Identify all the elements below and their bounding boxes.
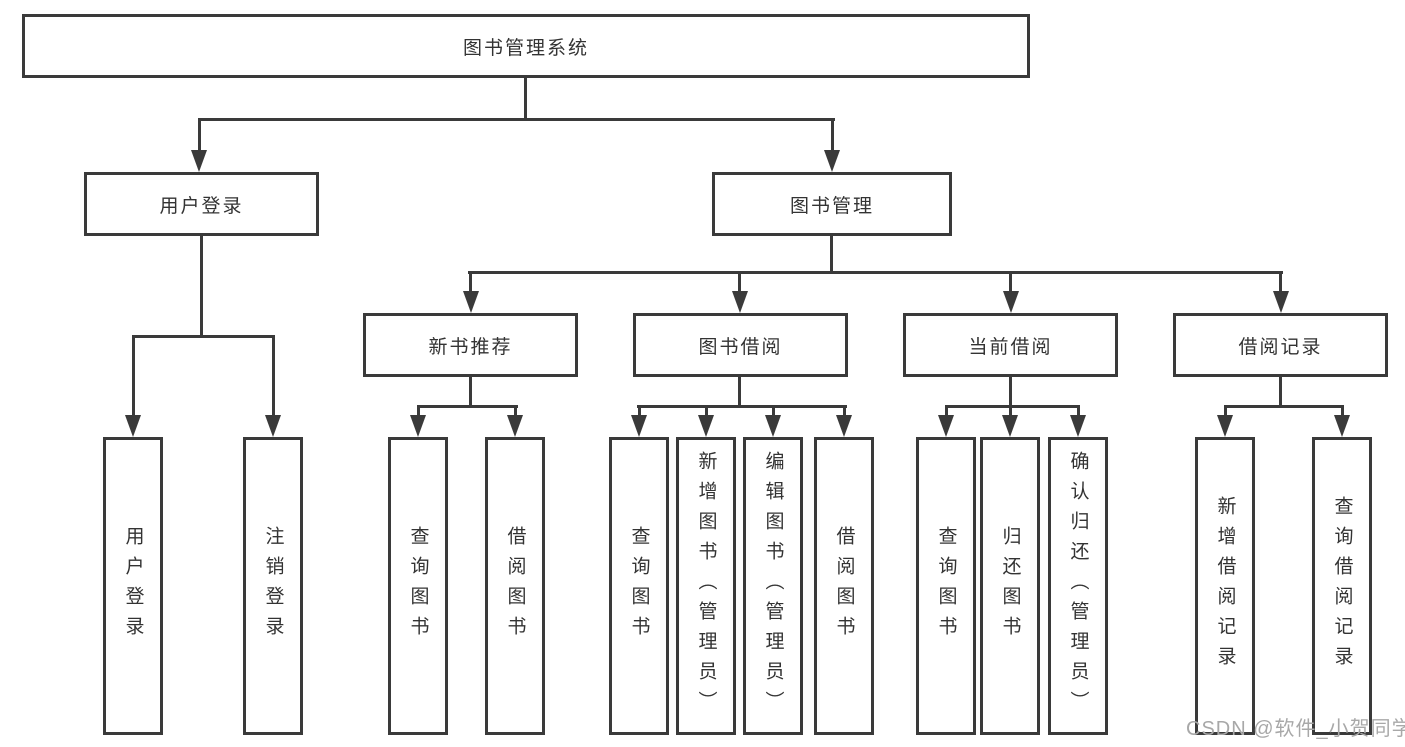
leaf-return-books: 归还图书 — [980, 437, 1040, 735]
arrow-down-icon — [631, 415, 647, 437]
arrow-down-icon — [938, 415, 954, 437]
leaf-edit-books-admin: 编辑图书（管理员） — [743, 437, 803, 735]
connector-line — [468, 271, 1283, 274]
leaf-borrow-books-borrowing-label: 借阅图书 — [833, 526, 855, 646]
connector-line — [272, 335, 275, 417]
node-library-system: 图书管理系统 — [22, 14, 1030, 78]
connector-line — [843, 405, 846, 417]
connector-line — [945, 405, 1080, 408]
node-new-book-recommend: 新书推荐 — [363, 313, 578, 377]
connector-line — [1009, 405, 1012, 417]
connector-line — [524, 78, 527, 121]
connector-line — [1009, 271, 1012, 293]
connector-line — [1077, 405, 1080, 417]
arrow-down-icon — [1217, 415, 1233, 437]
leaf-confirm-return-admin-label: 确认归还（管理员） — [1067, 451, 1089, 721]
leaf-logout-login: 注销登录 — [243, 437, 303, 735]
arrow-down-icon — [1002, 415, 1018, 437]
csdn-watermark: CSDN @软件_小贺同学 — [1186, 718, 1405, 740]
connector-line — [1279, 377, 1282, 408]
node-borrowing-records-label: 借阅记录 — [1238, 336, 1323, 358]
arrow-down-icon — [507, 415, 523, 437]
arrow-down-icon — [824, 150, 840, 172]
connector-line — [637, 405, 847, 408]
node-current-borrowing-label: 当前借阅 — [968, 336, 1053, 358]
arrow-down-icon — [265, 415, 281, 437]
leaf-borrow-books-recommend: 借阅图书 — [485, 437, 545, 735]
connector-line — [705, 405, 708, 417]
leaf-edit-books-admin-label: 编辑图书（管理员） — [762, 451, 784, 721]
arrow-down-icon — [836, 415, 852, 437]
arrow-down-icon — [463, 291, 479, 313]
node-book-borrowing-label: 图书借阅 — [698, 336, 783, 358]
leaf-query-books-recommend-label: 查询图书 — [407, 526, 429, 646]
node-user-login: 用户登录 — [84, 172, 319, 236]
node-book-management-label: 图书管理 — [789, 195, 874, 217]
arrow-down-icon — [732, 291, 748, 313]
arrow-down-icon — [1334, 415, 1350, 437]
node-book-management: 图书管理 — [712, 172, 952, 236]
connector-line — [638, 405, 641, 417]
arrow-down-icon — [191, 150, 207, 172]
leaf-confirm-return-admin: 确认归还（管理员） — [1048, 437, 1108, 735]
connector-line — [1224, 405, 1227, 417]
connector-line — [469, 271, 472, 293]
node-current-borrowing: 当前借阅 — [903, 313, 1118, 377]
connector-line — [945, 405, 948, 417]
leaf-query-borrow-record-label: 查询借阅记录 — [1331, 496, 1353, 676]
connector-line — [831, 118, 834, 152]
connector-line — [1224, 405, 1344, 408]
connector-line — [1341, 405, 1344, 417]
leaf-query-books-current-label: 查询图书 — [935, 526, 957, 646]
arrow-down-icon — [1003, 291, 1019, 313]
node-library-system-label: 图书管理系统 — [462, 37, 589, 59]
connector-line — [514, 405, 517, 417]
connector-line — [198, 118, 201, 152]
arrow-down-icon — [1273, 291, 1289, 313]
node-user-login-label: 用户登录 — [159, 195, 244, 217]
node-new-book-recommend-label: 新书推荐 — [428, 336, 513, 358]
leaf-borrow-books-recommend-label: 借阅图书 — [504, 526, 526, 646]
connector-line — [200, 236, 203, 338]
connector-line — [738, 271, 741, 293]
leaf-query-books-borrowing: 查询图书 — [609, 437, 669, 735]
connector-line — [417, 405, 518, 408]
arrow-down-icon — [698, 415, 714, 437]
leaf-logout-login-label: 注销登录 — [262, 526, 284, 646]
arrow-down-icon — [125, 415, 141, 437]
node-borrowing-records: 借阅记录 — [1173, 313, 1388, 377]
connector-line — [1009, 377, 1012, 408]
connector-line — [132, 335, 135, 417]
leaf-borrow-books-borrowing: 借阅图书 — [814, 437, 874, 735]
arrow-down-icon — [1070, 415, 1086, 437]
leaf-add-borrow-record: 新增借阅记录 — [1195, 437, 1255, 735]
leaf-return-books-label: 归还图书 — [999, 526, 1021, 646]
connector-line — [830, 236, 833, 274]
leaf-query-books-borrowing-label: 查询图书 — [628, 526, 650, 646]
leaf-user-login-label: 用户登录 — [122, 526, 144, 646]
leaf-query-borrow-record: 查询借阅记录 — [1312, 437, 1372, 735]
leaf-add-books-admin-label: 新增图书（管理员） — [695, 451, 717, 721]
leaf-query-books-recommend: 查询图书 — [388, 437, 448, 735]
leaf-add-books-admin: 新增图书（管理员） — [676, 437, 736, 735]
connector-line — [738, 377, 741, 408]
leaf-add-borrow-record-label: 新增借阅记录 — [1214, 496, 1236, 676]
leaf-user-login: 用户登录 — [103, 437, 163, 735]
connector-line — [1279, 271, 1282, 293]
arrow-down-icon — [765, 415, 781, 437]
connector-line — [132, 335, 275, 338]
node-book-borrowing: 图书借阅 — [633, 313, 848, 377]
connector-line — [198, 118, 835, 121]
leaf-query-books-current: 查询图书 — [916, 437, 976, 735]
connector-line — [772, 405, 775, 417]
connector-line — [469, 377, 472, 408]
connector-line — [417, 405, 420, 417]
arrow-down-icon — [410, 415, 426, 437]
